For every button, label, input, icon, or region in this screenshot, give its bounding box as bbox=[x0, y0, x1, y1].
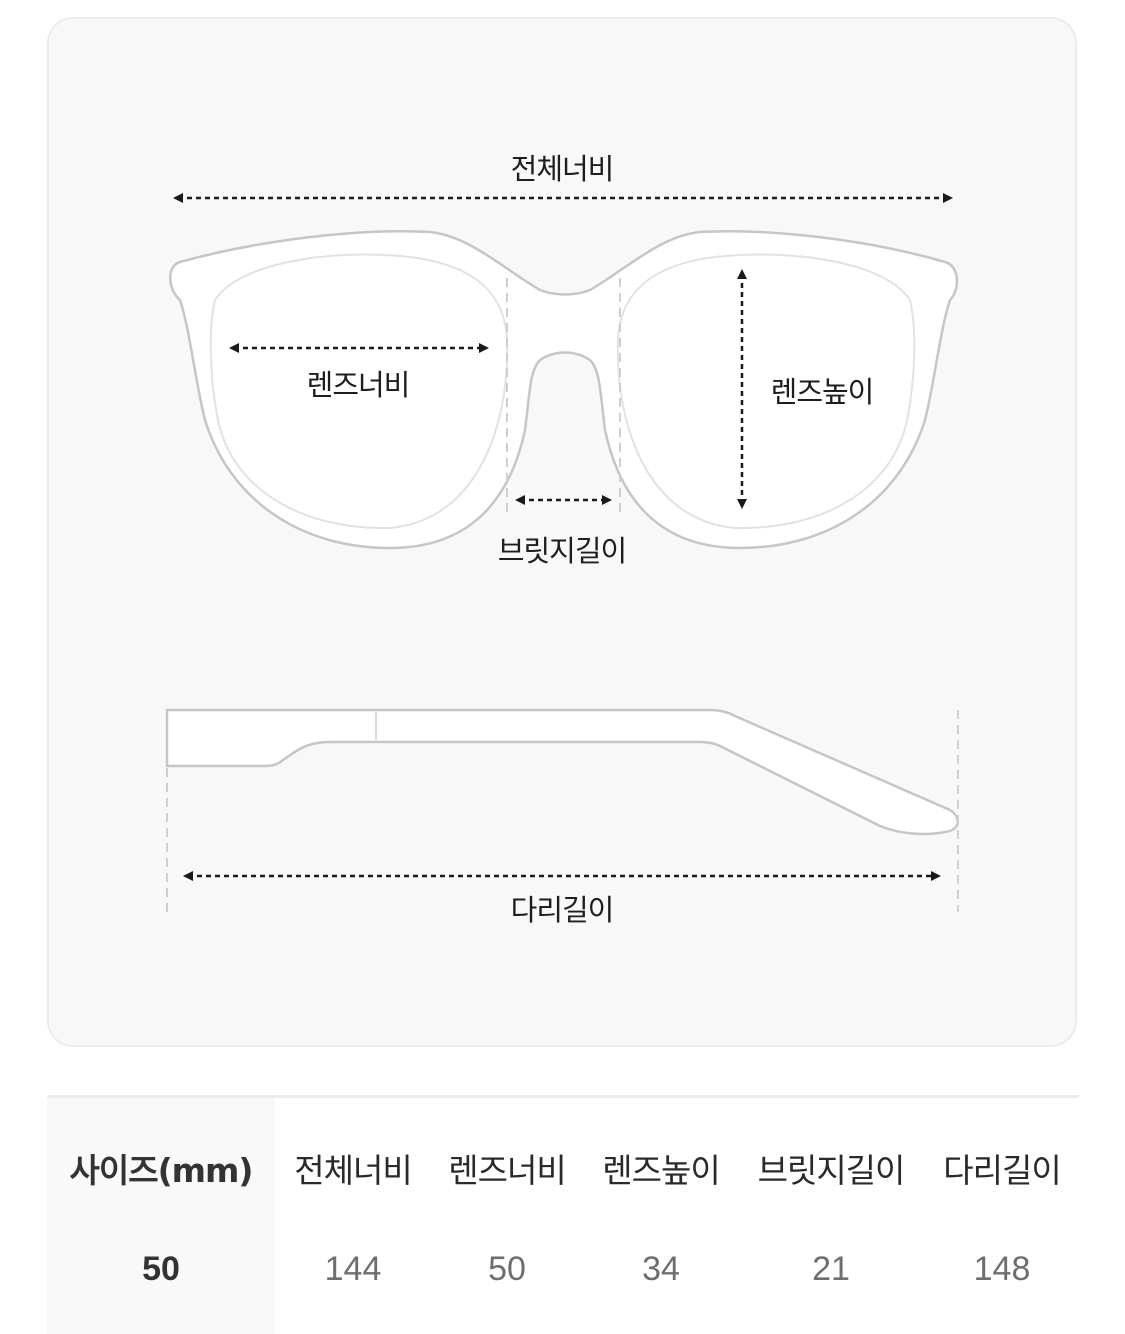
header-lens-width: 렌즈너비 bbox=[448, 1151, 566, 1190]
header-bridge-length: 브릿지길이 bbox=[757, 1151, 906, 1190]
temple-length-label: 다리길이 bbox=[510, 893, 615, 927]
lens-width-label: 렌즈너비 bbox=[306, 368, 411, 402]
total-width-label: 전체너비 bbox=[510, 152, 615, 186]
cell-total-width: 144 bbox=[324, 1250, 382, 1288]
glasses-front-frame bbox=[169, 229, 959, 550]
cell-lens-height: 34 bbox=[642, 1250, 680, 1288]
glasses-size-diagram bbox=[165, 193, 959, 912]
lens-height-label: 렌즈높이 bbox=[770, 375, 875, 409]
cell-lens-width: 50 bbox=[488, 1250, 526, 1288]
cell-size: 50 bbox=[142, 1250, 180, 1288]
header-size: 사이즈(mm) bbox=[69, 1151, 253, 1190]
header-lens-height: 렌즈높이 bbox=[602, 1151, 720, 1190]
cell-bridge-length: 21 bbox=[812, 1250, 850, 1288]
header-total-width: 전체너비 bbox=[294, 1151, 412, 1190]
glasses-temple-side bbox=[165, 708, 959, 912]
size-column-bg bbox=[47, 1098, 275, 1334]
cell-temple-length: 148 bbox=[973, 1250, 1031, 1288]
bridge-length-label: 브릿지길이 bbox=[497, 534, 627, 568]
size-table: 사이즈(mm) 전체너비 렌즈너비 렌즈높이 브릿지길이 다리길이 50 144… bbox=[47, 1095, 1079, 1334]
header-temple-length: 다리길이 bbox=[943, 1151, 1061, 1190]
